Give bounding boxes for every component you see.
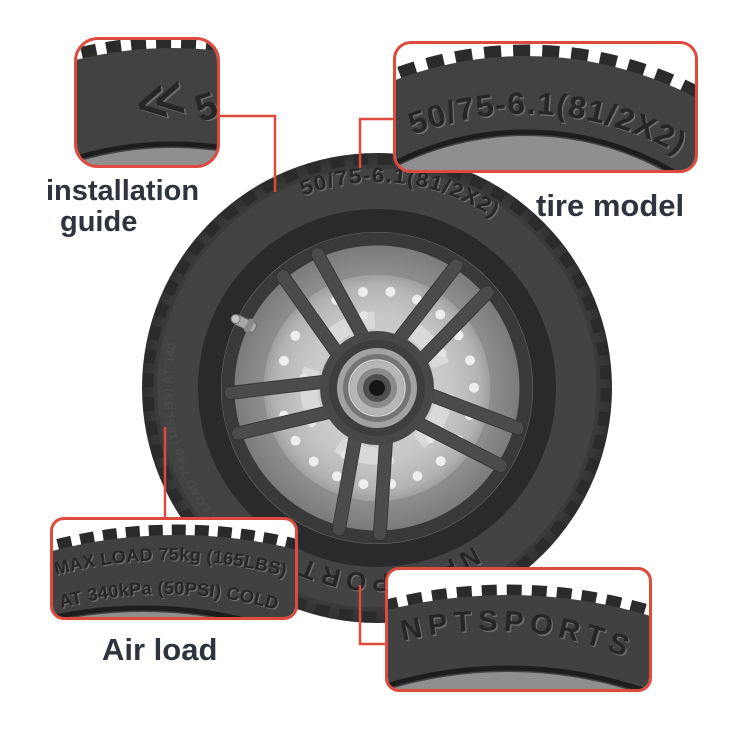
installation-guide-label-line1: installation bbox=[46, 175, 200, 207]
valve-stem bbox=[230, 313, 258, 333]
installation-guide-label-line2: guide bbox=[60, 205, 138, 238]
air-load-label: Air load bbox=[102, 632, 218, 667]
tread-blocks bbox=[142, 153, 612, 623]
brand-inset: NPTSPORTS NPTSPORTS bbox=[385, 567, 652, 692]
tire-sidewall bbox=[388, 595, 649, 689]
installation-chevron-mark: ≪ bbox=[130, 68, 191, 133]
hub bbox=[320, 331, 434, 445]
tire-sidewall bbox=[77, 48, 217, 165]
installation-guide-label: installation guide bbox=[46, 176, 199, 237]
rim-surface bbox=[77, 148, 217, 165]
installation-chevron-mark-highlight: ≪ bbox=[131, 69, 192, 134]
callout-line-installation-guide bbox=[220, 114, 277, 192]
rim-surface bbox=[78, 612, 208, 617]
tread-edge bbox=[396, 44, 695, 102]
air-load-inset: MAX LOAD 75kg (165LBS) MAX LOAD 75kg (16… bbox=[50, 517, 298, 620]
callout-line-tire-model bbox=[358, 117, 393, 168]
axle-hole bbox=[369, 380, 385, 396]
tread-edge bbox=[388, 584, 649, 619]
tire-model-label: tire model bbox=[536, 188, 685, 223]
rim-surface bbox=[396, 136, 662, 170]
tire-model-inset: 50/75-6.1(81/2X2) 50/75-6.1(81/2X2) bbox=[393, 41, 698, 173]
tire-sidewall bbox=[53, 535, 295, 617]
callout-line-brand bbox=[358, 585, 385, 646]
installation-guide-inset: ≪ ≪ 5 5 bbox=[74, 37, 220, 168]
rim-surface bbox=[390, 672, 626, 689]
tread-edge bbox=[53, 524, 295, 554]
